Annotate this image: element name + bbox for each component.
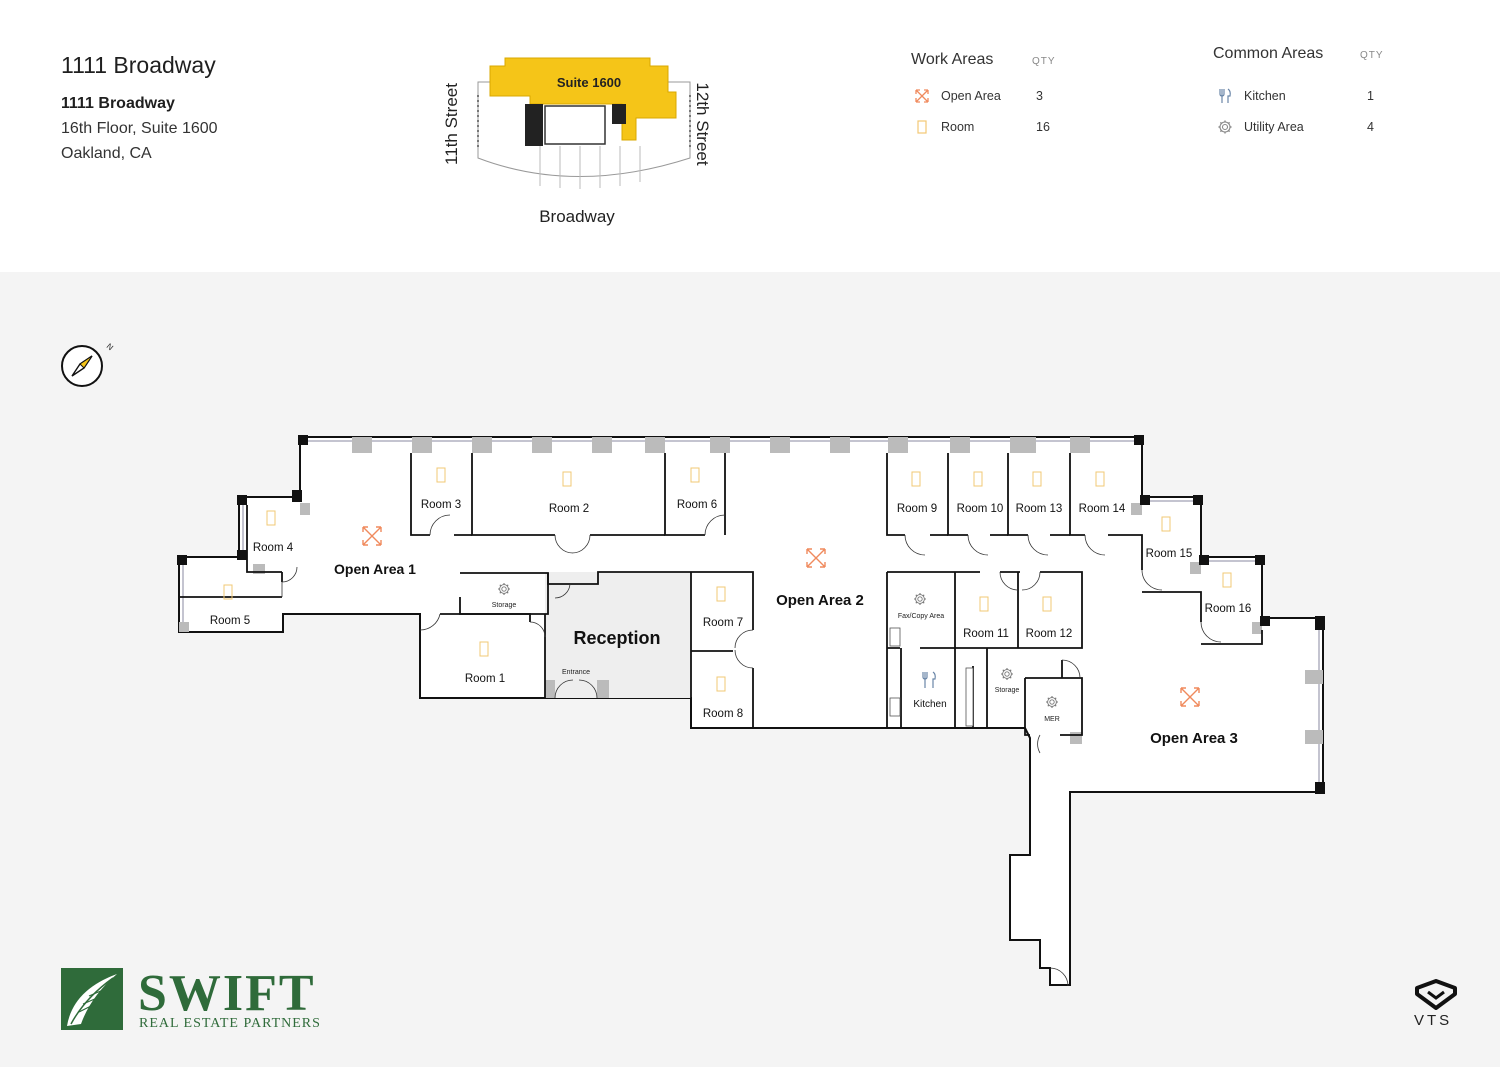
- legend-common-qty-heading: QTY: [1360, 50, 1384, 61]
- room-11-label: Room 11: [963, 628, 1009, 640]
- entrance-label: Entrance: [562, 669, 590, 676]
- room-10-label: Room 10: [957, 503, 1004, 515]
- room-rectangle-icon: [917, 120, 927, 134]
- room-7-label: Room 7: [703, 617, 743, 629]
- legend-common-heading: Common Areas: [1213, 45, 1324, 62]
- room-2-label: Room 2: [549, 503, 589, 515]
- open-area-2-label: Open Area 2: [776, 592, 864, 609]
- room-16-label: Room 16: [1205, 603, 1252, 615]
- reception-area: [545, 572, 691, 698]
- room-1-label: Room 1: [465, 673, 505, 685]
- room-3-label: Room 3: [421, 499, 461, 511]
- compass-icon: N: [61, 342, 115, 387]
- open-area-3-label: Open Area 3: [1150, 730, 1238, 747]
- open-area-1-label: Open Area 1: [334, 561, 416, 577]
- legend-kitchen-qty: 1: [1367, 89, 1374, 103]
- room-8-label: Room 8: [703, 708, 743, 720]
- fax-copy-label: Fax/Copy Area: [898, 613, 944, 620]
- key-plan: Suite 1600 11th Street 12th Street Broad…: [442, 57, 712, 226]
- compass-north-label: N: [105, 342, 115, 353]
- room-12-label: Room 12: [1026, 628, 1073, 640]
- legend-room-label: Room: [941, 120, 975, 134]
- fork-knife-icon: [1219, 88, 1231, 103]
- street-label-12th: 12th Street: [693, 82, 712, 165]
- floor-outline: [178, 436, 1324, 986]
- gear-icon: [1218, 120, 1232, 134]
- legend-work-heading: Work Areas: [911, 51, 994, 68]
- mer-label: MER: [1044, 716, 1060, 723]
- legend-open-area-label: Open Area: [941, 89, 1001, 103]
- legend-open-area-qty: 3: [1036, 89, 1043, 103]
- vts-logo-icon: [1415, 979, 1457, 1010]
- fork-knife-icon: [922, 671, 936, 688]
- core-block: [525, 104, 543, 146]
- legend-utility-label: Utility Area: [1244, 120, 1304, 134]
- expand-arrows-icon: [915, 89, 929, 103]
- room-15-label: Room 15: [1146, 548, 1193, 560]
- swift-logo-subtitle: REAL ESTATE PARTNERS: [139, 1016, 321, 1031]
- suite-line: 16th Floor, Suite 1600: [61, 120, 218, 137]
- reception-label: Reception: [573, 628, 660, 648]
- room-14-label: Room 14: [1079, 503, 1126, 515]
- street-label-broadway: Broadway: [539, 207, 615, 226]
- legend-kitchen-label: Kitchen: [1244, 89, 1286, 103]
- storage-label: Storage: [995, 687, 1020, 694]
- room-13-label: Room 13: [1016, 503, 1063, 515]
- street-label-11th: 11th Street: [442, 83, 461, 165]
- legend-utility-qty: 4: [1367, 120, 1374, 134]
- storage-label: Storage: [492, 602, 517, 609]
- legend-work-qty-heading: QTY: [1032, 56, 1056, 67]
- swift-logo-word: SWIFT: [138, 965, 316, 1022]
- building-title: 1111 Broadway: [61, 52, 216, 78]
- room-9-label: Room 9: [897, 503, 937, 515]
- room-6-label: Room 6: [677, 499, 717, 511]
- suite-highlight: [489, 57, 677, 141]
- key-plan-suite-label: Suite 1600: [557, 75, 621, 90]
- core-block: [612, 104, 626, 124]
- legend-room-qty: 16: [1036, 120, 1050, 134]
- header-panel: [0, 0, 1500, 272]
- room-5-label: Room 5: [210, 615, 250, 627]
- swift-leaf-logo: [61, 968, 123, 1030]
- room-4-label: Room 4: [253, 542, 294, 554]
- building-name: 1111 Broadway: [61, 95, 175, 112]
- city-line: Oakland, CA: [61, 145, 152, 162]
- vts-logo-text: VTS: [1414, 1012, 1453, 1029]
- kitchen-label: Kitchen: [913, 699, 946, 710]
